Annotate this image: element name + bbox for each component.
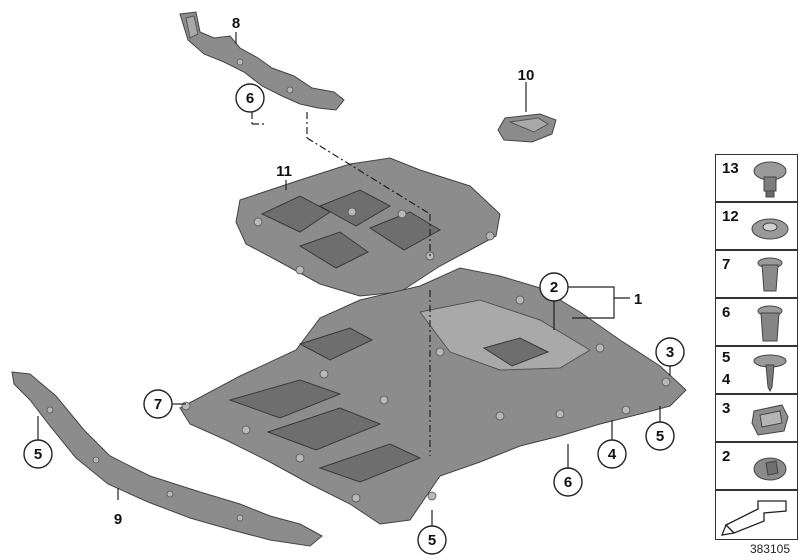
svg-text:3: 3 (666, 344, 674, 361)
svg-text:8: 8 (232, 15, 240, 32)
legend-label: 7 (722, 256, 731, 273)
svg-text:11: 11 (276, 163, 292, 180)
svg-text:5: 5 (34, 446, 42, 463)
legend-item-12: 12 (715, 202, 798, 250)
svg-text:5: 5 (428, 532, 436, 549)
legend-item-7: 7 (715, 250, 798, 298)
legend-item-13: 13 (715, 154, 798, 202)
callout-4: 4 (597, 439, 627, 469)
underbody-shield-part-1 (179, 267, 687, 525)
callout-8: 8 (232, 15, 240, 32)
legend-label: 13 (722, 160, 739, 177)
callout-6-bottom: 6 (553, 467, 583, 497)
cover-part-10 (497, 113, 557, 143)
callout-1: 1 (634, 291, 642, 308)
svg-text:10: 10 (518, 67, 535, 84)
callout-6-top: 6 (235, 83, 265, 113)
legend-label: 12 (722, 208, 739, 225)
callout-11: 11 (276, 163, 292, 180)
svg-text:5: 5 (656, 428, 664, 445)
cover-cap-icon (753, 457, 787, 481)
svg-text:7: 7 (154, 396, 162, 413)
svg-text:1: 1 (634, 291, 642, 308)
legend-item-2: 2 (715, 442, 798, 490)
callout-5-left: 5 (23, 439, 53, 469)
strip-part-9 (11, 371, 323, 547)
screw-with-washer-icon (753, 354, 787, 393)
legend-direction-arrow (715, 490, 798, 540)
legend-label-secondary: 4 (722, 371, 731, 388)
legend-label: 2 (722, 448, 731, 465)
direction-arrow-icon (720, 500, 787, 536)
washer-nut-icon (751, 218, 789, 240)
bracket-part-8 (179, 11, 345, 111)
callout-2: 2 (539, 272, 569, 302)
svg-text:6: 6 (564, 474, 572, 491)
leader-lines (37, 32, 671, 526)
legend-item-6: 6 (715, 298, 798, 346)
callout-5-right: 5 (645, 421, 675, 451)
clip-nut-icon (751, 404, 789, 436)
legend-label: 6 (722, 304, 731, 321)
svg-text:9: 9 (114, 511, 122, 528)
callout-7: 7 (143, 389, 173, 419)
front-shield-part-11 (235, 157, 501, 297)
legend-item-5-4: 5 4 (715, 346, 798, 394)
spreader-nut-icon (757, 305, 783, 342)
svg-text:6: 6 (246, 90, 254, 107)
legend-item-3: 3 (715, 394, 798, 442)
callout-3: 3 (655, 337, 685, 367)
expansion-rivet-icon (757, 257, 783, 292)
push-rivet-cap-icon (753, 161, 787, 198)
legend-label: 3 (722, 400, 731, 417)
svg-text:4: 4 (608, 446, 617, 463)
svg-text:2: 2 (550, 279, 558, 296)
legend-label: 5 (722, 349, 731, 366)
diagram-number: 383105 (749, 542, 790, 556)
callout-10: 10 (518, 67, 535, 84)
callout-5-bottom: 5 (417, 525, 447, 555)
callout-9: 9 (114, 511, 122, 528)
